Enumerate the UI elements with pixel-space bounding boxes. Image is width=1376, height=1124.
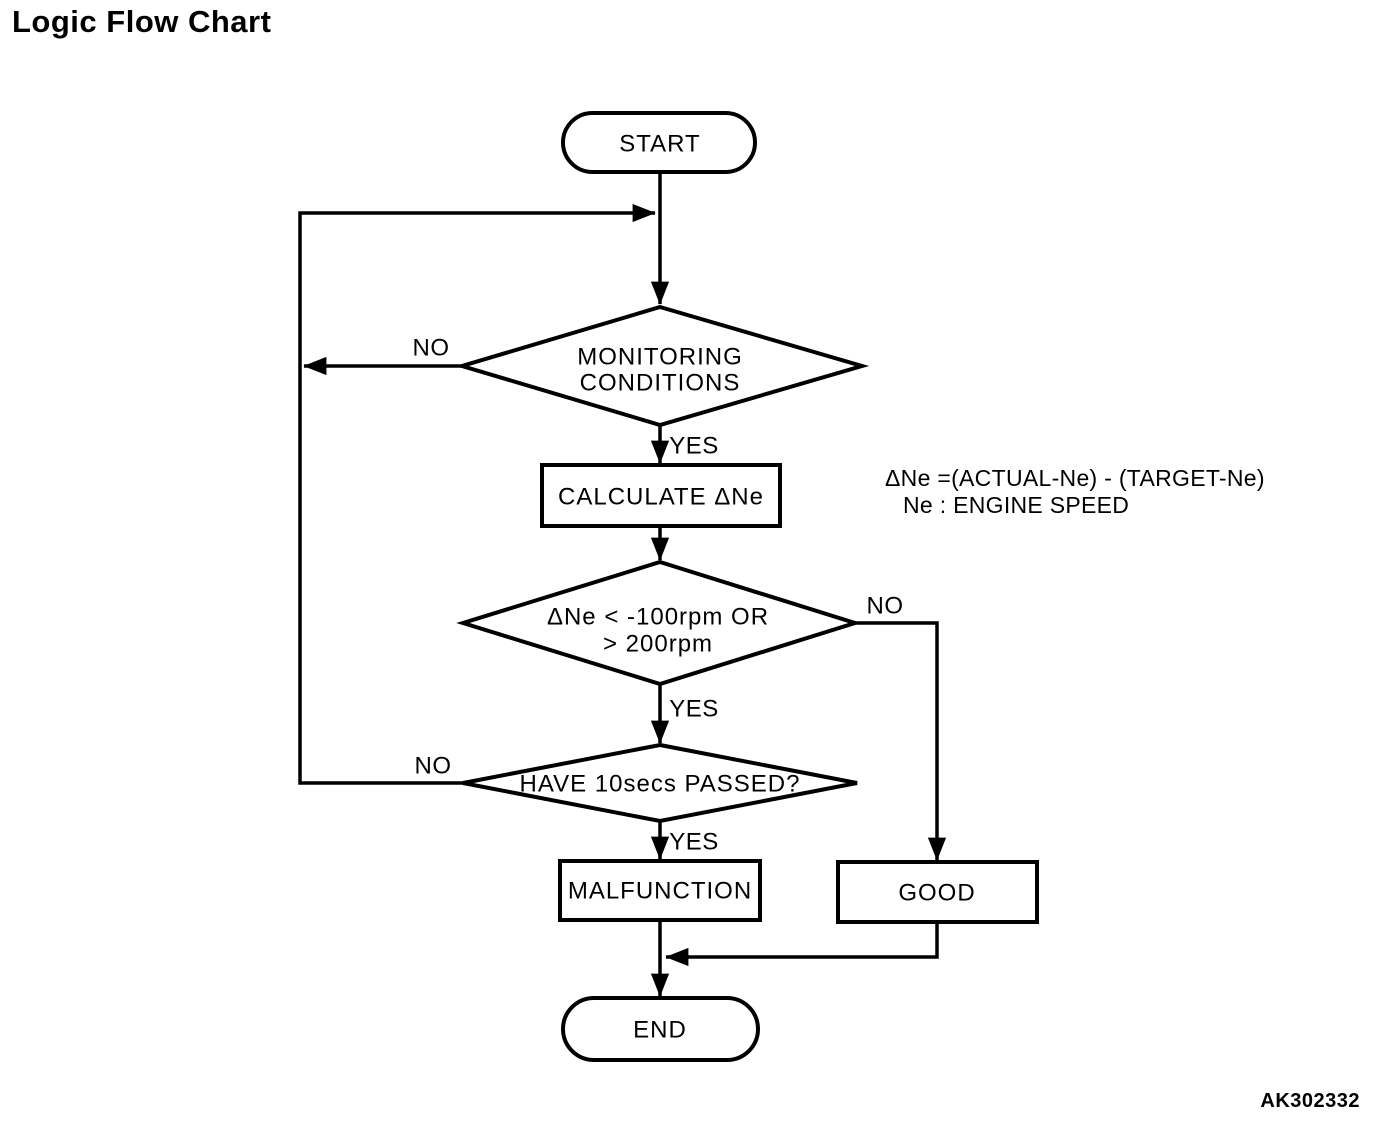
- flow-nodes: START MONITORING CONDITIONS CALCULATE ΔN…: [454, 111, 1039, 1062]
- calculate-box-shape: [540, 463, 782, 528]
- edge-loop-return: [298, 203, 656, 785]
- delta-check-diamond-shape: [456, 559, 862, 687]
- edge-good-merge: [665, 922, 939, 967]
- malfunction-box-shape: [558, 859, 762, 922]
- delta-ne-annotation: ΔNe =(ACTUAL-Ne) - (TARGET-Ne) Ne : ENGI…: [885, 465, 1265, 518]
- page-title: Logic Flow Chart: [12, 4, 272, 39]
- monitoring-no-label: NO: [413, 335, 450, 362]
- delta-check-decision: ΔNe < -100rpm OR > 200rpm: [456, 559, 862, 687]
- monitoring-label-line2: CONDITIONS: [580, 370, 741, 397]
- end-terminal-shape: [561, 996, 760, 1062]
- figure-code: AK302332: [1260, 1090, 1360, 1112]
- delta-check-no-label: NO: [867, 593, 904, 620]
- calculate-label: CALCULATE ΔNe: [558, 484, 764, 511]
- start-node: START: [561, 111, 757, 174]
- ten-secs-decision: HAVE 10secs PASSED?: [462, 742, 858, 824]
- ten-secs-diamond-shape: [462, 742, 858, 824]
- delta-check-label-line2: > 200rpm: [603, 631, 713, 658]
- malfunction-process: MALFUNCTION: [558, 859, 762, 922]
- end-node: END: [561, 996, 760, 1062]
- ten-secs-label: HAVE 10secs PASSED?: [520, 771, 801, 798]
- ten-secs-no-label: NO: [415, 753, 452, 780]
- flow-edge-labels: NO YES NO YES NO YES: [413, 335, 904, 856]
- delta-check-label-line1: ΔNe < -100rpm OR: [547, 604, 769, 631]
- calculate-process: CALCULATE ΔNe: [540, 463, 782, 528]
- monitoring-diamond-shape: [454, 304, 870, 428]
- monitoring-label-line1: MONITORING: [577, 344, 743, 371]
- annotation-line1: ΔNe =(ACTUAL-Ne) - (TARGET-Ne): [885, 465, 1265, 491]
- monitoring-conditions-decision: MONITORING CONDITIONS: [454, 304, 870, 428]
- start-terminal-shape: [561, 111, 757, 174]
- ten-secs-yes-label: YES: [669, 829, 719, 856]
- monitoring-yes-label: YES: [669, 433, 719, 460]
- good-process: GOOD: [836, 860, 1039, 924]
- end-node-label: END: [633, 1017, 687, 1044]
- malfunction-label: MALFUNCTION: [568, 878, 752, 905]
- edge-delta-check-no: [855, 621, 947, 861]
- delta-check-yes-label: YES: [669, 696, 719, 723]
- annotation-line2: Ne : ENGINE SPEED: [903, 492, 1129, 518]
- good-box-shape: [836, 860, 1039, 924]
- start-node-label: START: [619, 131, 700, 158]
- good-label: GOOD: [898, 880, 975, 907]
- flow-edges: [298, 172, 947, 997]
